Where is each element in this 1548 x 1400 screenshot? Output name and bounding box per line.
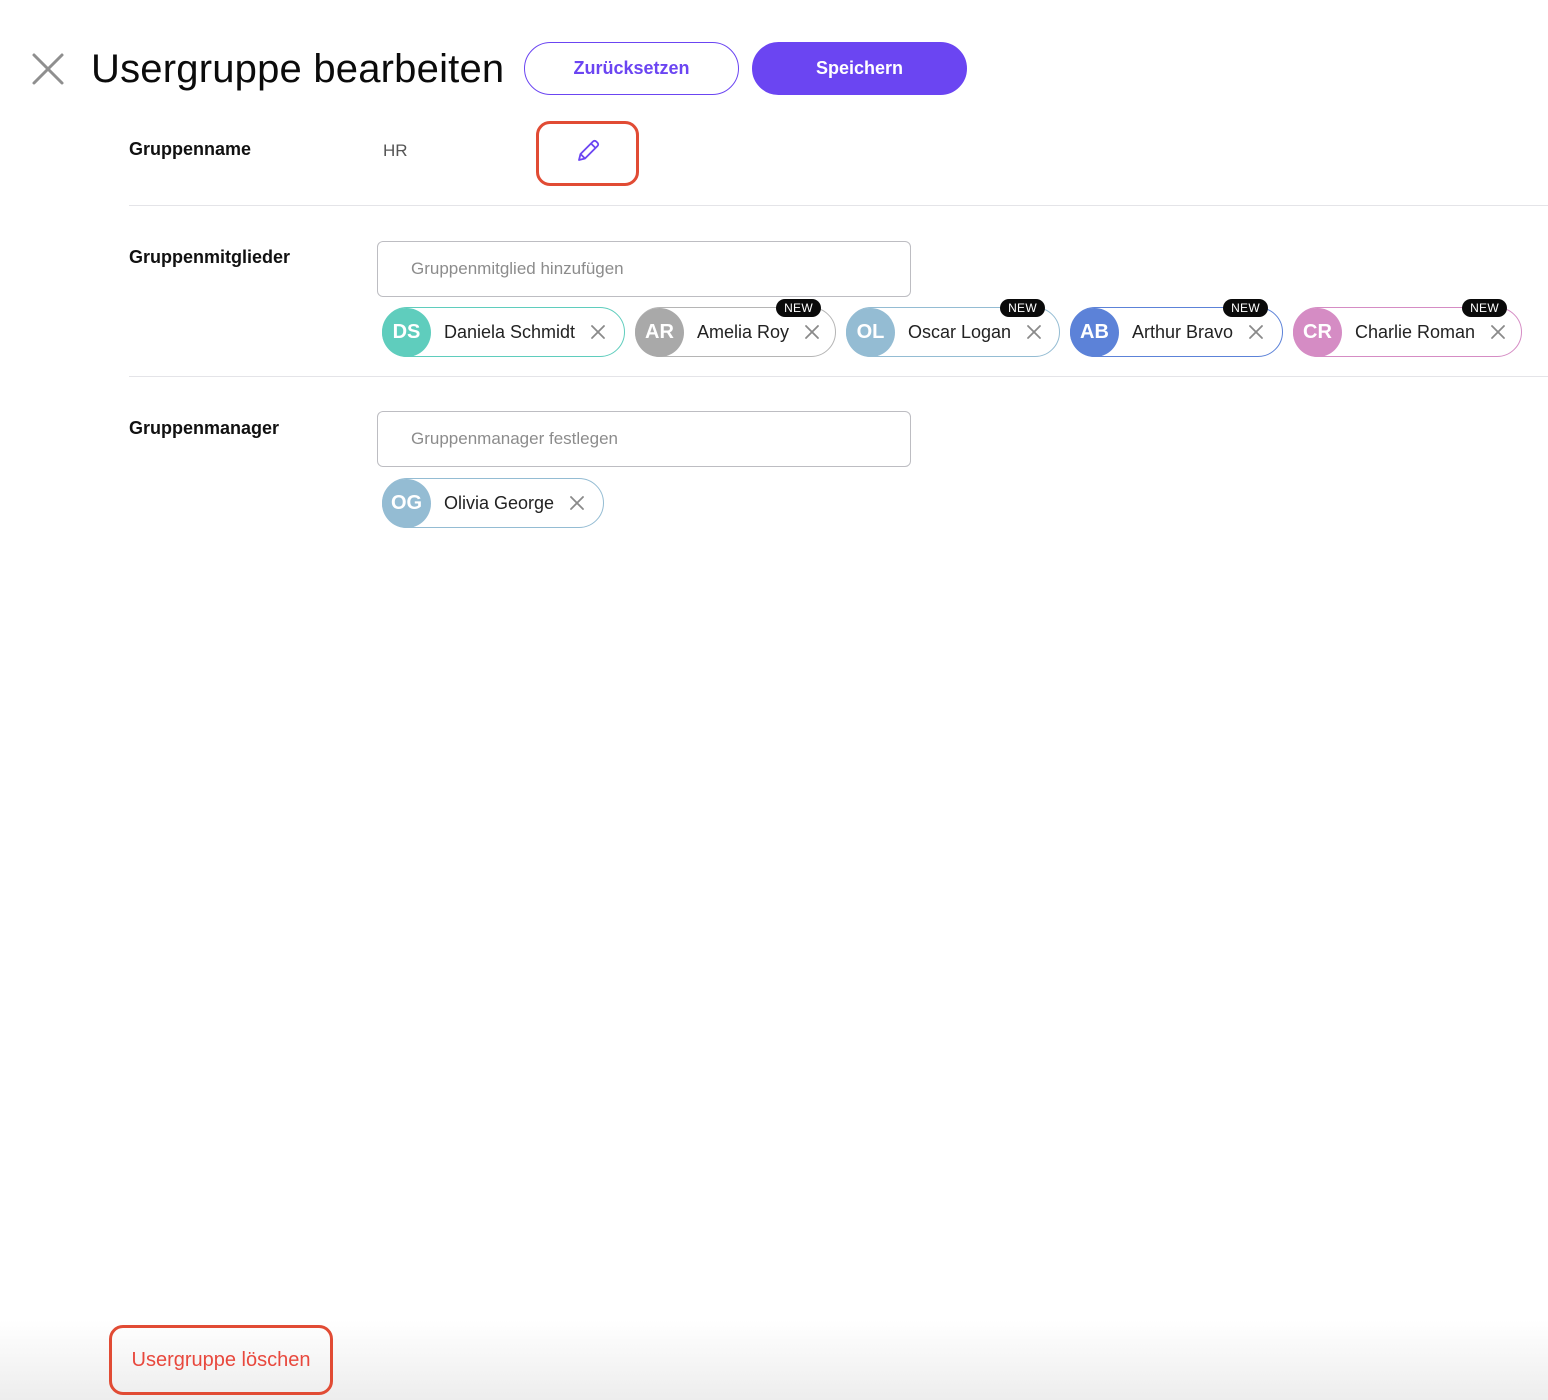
pencil-icon <box>574 137 602 170</box>
divider <box>129 376 1548 377</box>
group-name-label: Gruppenname <box>129 139 252 159</box>
new-badge: NEW <box>1000 299 1045 317</box>
set-manager-input[interactable] <box>377 411 911 467</box>
member-name: Amelia Roy <box>697 321 790 342</box>
reset-button[interactable]: Zurücksetzen <box>524 42 739 95</box>
member-chip: OL Oscar Logan NEW <box>846 299 1060 357</box>
member-name: Arthur Bravo <box>1132 321 1234 342</box>
page-title: Usergruppe bearbeiten <box>91 47 505 91</box>
footer-bar <box>0 1320 1548 1400</box>
edit-group-name-button[interactable] <box>536 121 639 186</box>
new-badge: NEW <box>776 299 821 317</box>
new-badge: NEW <box>1462 299 1507 317</box>
member-name: Oscar Logan <box>908 321 1012 342</box>
managers-label: Gruppenmanager <box>129 418 280 438</box>
avatar: DS <box>382 307 431 357</box>
member-chip: AR Amelia Roy NEW <box>635 299 836 357</box>
avatar: CR <box>1293 307 1342 357</box>
group-name-value: HR <box>383 141 408 160</box>
save-button[interactable]: Speichern <box>752 42 967 95</box>
member-chip: DS Daniela Schmidt <box>382 307 625 357</box>
remove-member-icon[interactable] <box>1247 323 1265 341</box>
member-name: Charlie Roman <box>1355 321 1476 342</box>
remove-member-icon[interactable] <box>1025 323 1043 341</box>
member-name: Daniela Schmidt <box>444 321 576 342</box>
close-icon[interactable] <box>30 51 66 87</box>
remove-member-icon[interactable] <box>1489 323 1507 341</box>
manager-chip: OG Olivia George <box>382 478 604 528</box>
manager-name: Olivia George <box>444 492 555 513</box>
member-chip: CR Charlie Roman NEW <box>1293 299 1522 357</box>
avatar: OL <box>846 307 895 357</box>
avatar: OG <box>382 478 431 528</box>
remove-manager-icon[interactable] <box>568 494 586 512</box>
member-chip: AB Arthur Bravo NEW <box>1070 299 1283 357</box>
avatar: AB <box>1070 307 1119 357</box>
remove-member-icon[interactable] <box>803 323 821 341</box>
delete-group-button[interactable]: Usergruppe löschen <box>109 1325 333 1395</box>
divider <box>129 205 1548 206</box>
add-member-input[interactable] <box>377 241 911 297</box>
new-badge: NEW <box>1223 299 1268 317</box>
members-label: Gruppenmitglieder <box>129 247 291 267</box>
remove-member-icon[interactable] <box>589 323 607 341</box>
avatar: AR <box>635 307 684 357</box>
